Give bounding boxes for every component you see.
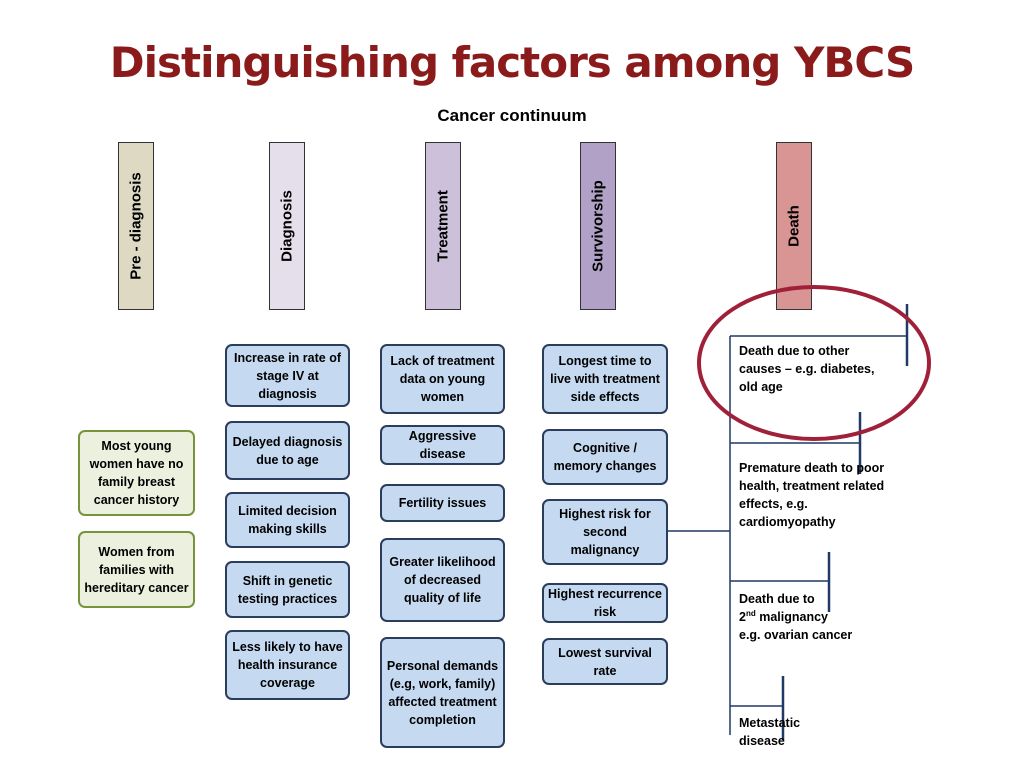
continuum-label: Cancer continuum: [437, 106, 587, 125]
diagnosis-item: Increase in rate of stage IV at diagnosi…: [225, 344, 350, 407]
death-second-example: e.g. ovarian cancer: [739, 628, 853, 642]
stage-death: Death: [776, 142, 812, 310]
stage-diagnosis: Diagnosis: [269, 142, 305, 310]
treatment-item: Personal demands (e.g, work, family) aff…: [380, 637, 505, 748]
survivorship-item: Lowest survival rate: [542, 638, 668, 685]
death-metastatic: Metastatic disease: [739, 716, 801, 748]
stage-treatment: Treatment: [425, 142, 461, 310]
stage-survivorship: Survivorship: [580, 142, 616, 310]
treatment-item: Lack of treatment data on young women: [380, 344, 505, 414]
slide-title: Distinguishing factors among YBCS: [109, 38, 915, 87]
death-premature: Premature death to poor health, treatmen…: [739, 461, 885, 529]
treatment-item: Fertility issues: [380, 484, 505, 522]
diagnosis-item: Less likely to have health insurance cov…: [225, 630, 350, 700]
death-second-malignancy: Death due to 2nd malignancy e.g. ovarian…: [739, 590, 889, 644]
survivorship-item: Highest recurrence risk: [542, 583, 668, 623]
death-other-causes: Death due to other causes – e.g. diabete…: [739, 344, 875, 394]
stage-pre-diagnosis: Pre - diagnosis: [118, 142, 154, 310]
death-second-suffix: malignancy: [755, 610, 828, 624]
highlight-circle: [697, 285, 931, 441]
death-second-num: 2: [739, 610, 746, 624]
diagnosis-item: Delayed diagnosis due to age: [225, 421, 350, 480]
survivorship-item: Cognitive / memory changes: [542, 429, 668, 485]
diagnosis-item: Limited decision making skills: [225, 492, 350, 548]
survivorship-item: Highest risk for second malignancy: [542, 499, 668, 565]
treatment-item: Aggressive disease: [380, 425, 505, 465]
treatment-item: Greater likelihood of decreased quality …: [380, 538, 505, 622]
death-second-prefix: Death due to: [739, 592, 815, 606]
death-second-sup: nd: [745, 608, 756, 618]
pre-diagnosis-item: Women from families with hereditary canc…: [78, 531, 195, 608]
pre-diagnosis-item: Most young women have no family breast c…: [78, 430, 195, 516]
diagnosis-item: Shift in genetic testing practices: [225, 561, 350, 618]
survivorship-item: Longest time to live with treatment side…: [542, 344, 668, 414]
